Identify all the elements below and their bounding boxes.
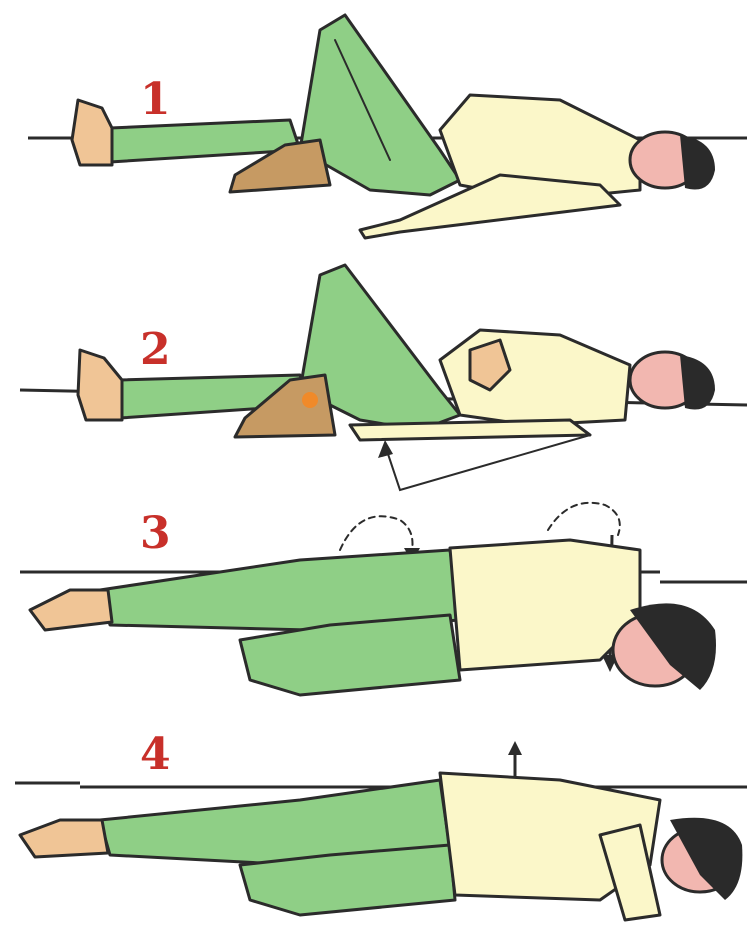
step-2-panel: 2 [0, 240, 747, 490]
step-3-panel: 3 [0, 490, 747, 725]
rotate-arrow-head-icon [548, 503, 620, 535]
step-4-panel: 4 [0, 725, 747, 934]
step-1-panel: 1 [0, 0, 747, 240]
knee-highlight [302, 392, 318, 408]
foot [72, 100, 112, 165]
hair [680, 135, 715, 190]
arrow-head-icon [378, 440, 393, 458]
rotate-arrow-hip-icon [340, 516, 413, 550]
step-1-figure [0, 0, 747, 240]
step-2-figure [0, 240, 747, 490]
step-3-figure [0, 490, 747, 725]
step-4-figure [0, 725, 747, 934]
torso [450, 540, 640, 670]
pull-arrow [385, 435, 590, 490]
foot [30, 590, 112, 630]
foot [20, 820, 108, 857]
hair [680, 355, 715, 410]
foot [78, 350, 122, 420]
arm [350, 420, 590, 440]
